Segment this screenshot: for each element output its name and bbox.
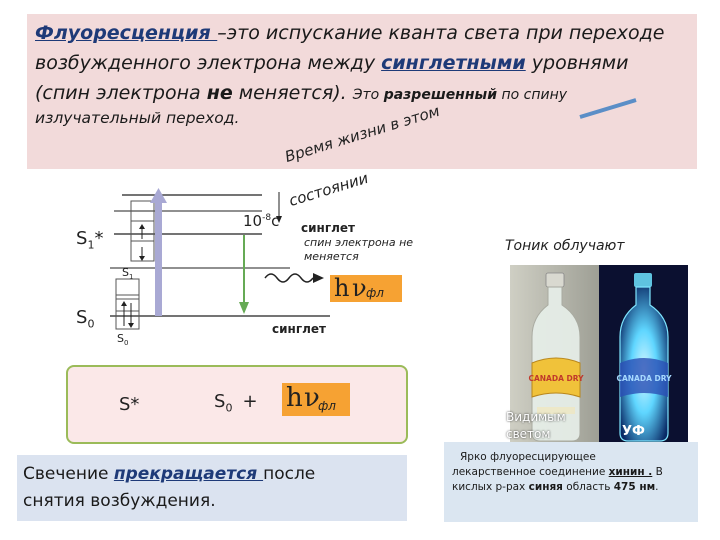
quinine-note-box: Ярко флуоресцирующее лекарственное соеди… [444,442,698,522]
definition-text: Это [352,87,384,103]
bottle-visible: CANADA DRY [528,272,584,442]
term-ne: не [206,82,233,104]
box-s0-label: S0 [117,332,129,348]
definition-text: возбужденного электрона между [35,52,382,74]
lifetime-value: 10-8с [243,212,280,230]
definition-text: по спину [497,87,568,103]
level-s1-label: S1* [76,228,104,252]
equation-box [66,365,408,444]
nu-symbol: ν [304,383,320,413]
definition-text: (спин электрона [35,82,207,104]
definition-text: уровнями [525,52,629,74]
definition-line-4: излучательный переход. [35,109,239,127]
term-quinine: хинин . [608,466,653,478]
definition-line-1: Флуоресценция –это испускание кванта све… [35,22,664,44]
term-stops: прекращается [113,464,264,484]
fl-subscript: фл [366,286,384,300]
emission-arrow [239,235,249,314]
definition-text: –это испускание кванта света при переход… [217,22,665,44]
bottle-uv: CANADA DRY [616,273,672,442]
equation-photon-box: h ν фл [282,383,350,416]
planck-h: h [286,383,303,413]
underline-stroke [579,98,637,119]
tonic-bottles-photo: CANADA DRY CANADA DRY [510,265,688,443]
photon-wave [264,273,314,283]
singlet-lower-label: синглет [272,322,326,336]
term-fluorescence: Флуоресценция [35,22,218,44]
photon-arrowhead [313,273,324,283]
svg-text:CANADA DRY: CANADA DRY [616,374,672,383]
quinine-note-text: Ярко флуоресцирующее лекарственное соеди… [452,451,663,493]
fl-subscript: фл [318,399,336,413]
term-allowed: разрешенный [383,87,498,103]
term-singlet: синглетными [381,52,526,74]
equation-rhs: S0+ [214,391,258,415]
svg-text:CANADA DRY: CANADA DRY [528,374,584,383]
level-s0-label: S0 [76,307,95,331]
state-box-s0 [115,298,140,330]
definition-text: меняется). [232,82,353,104]
state-box-s1 [115,278,140,330]
glow-note-text: Свечение прекращается после снятия возбу… [23,464,316,511]
nu-symbol: ν [352,274,367,302]
definition-line-2: возбужденного электрона между синглетным… [35,52,628,74]
tonic-caption: Тоник облучают [505,238,625,254]
glow-note-box: Свечение прекращается после снятия возбу… [17,455,407,521]
singlet-upper-label: синглет [301,221,355,235]
definition-text: излучательный переход. [35,109,240,127]
equation-lhs: S* [119,394,140,415]
definition-box: Флуоресценция –это испускание кванта све… [27,14,697,169]
uv-label: УФ [622,424,645,439]
photon-energy-box: h ν фл [330,274,402,302]
state-box-s1-upper [130,200,155,262]
box-s1-label: S1 [122,266,134,282]
excitation-arrow [150,188,167,316]
definition-line-3: (спин электрона не меняется). Это разреш… [35,82,567,104]
planck-h: h [334,274,350,302]
